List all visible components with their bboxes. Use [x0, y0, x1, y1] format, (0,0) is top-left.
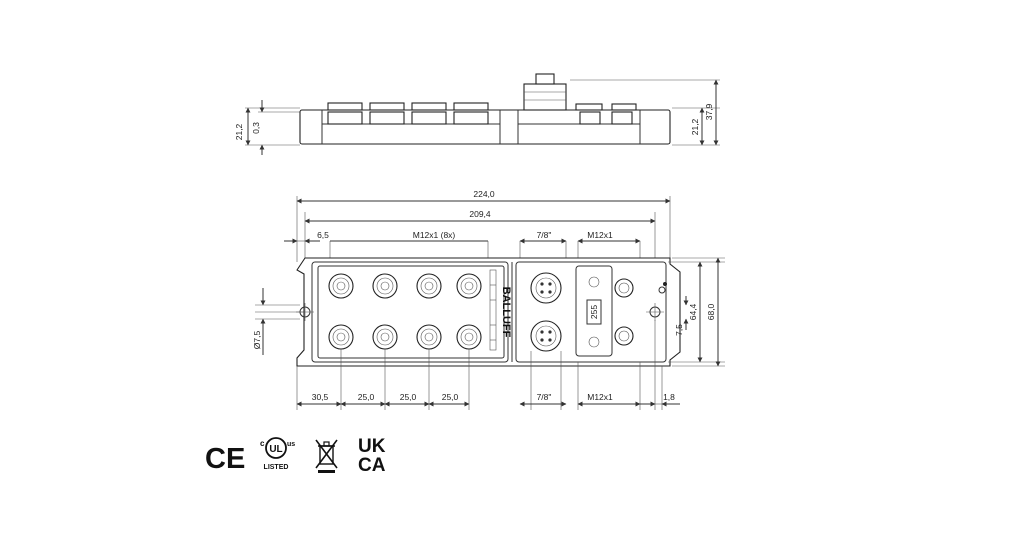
dim-inner-height: 64,4: [688, 303, 698, 320]
dim-bottom-30: 30,5: [312, 392, 329, 402]
port-row-top: [328, 273, 482, 299]
side-right-height: 21,2: [690, 118, 700, 135]
dim-power-label-bottom: 7/8": [537, 392, 552, 402]
dim-port-label: M12x1 (8x): [413, 230, 456, 240]
dim-edge-offset: 6,5: [317, 230, 329, 240]
weee-mark: [315, 439, 338, 473]
dim-bottom-25c: 25,0: [442, 392, 459, 402]
brand-logo: BALLUFF: [500, 287, 512, 338]
dim-hole-spacing: 209,4: [469, 209, 491, 219]
dim-right-hole-offset: 7,5: [674, 324, 684, 336]
svg-text:us: us: [287, 441, 295, 448]
svg-text:CA: CA: [358, 455, 386, 476]
side-view: 21,2 0,3 21,2 37,9: [234, 73, 720, 155]
ukca-mark: UK CA: [358, 436, 386, 476]
dim-overall-width: 224,0: [473, 189, 495, 199]
dim-power-label-top: 7/8": [537, 230, 552, 240]
culus-mark: UL c us LISTED: [260, 437, 295, 471]
side-total-height: 37,9: [704, 103, 714, 120]
top-view: 224,0 209,4 6,5 M12x1 (8x) 7/8" M12x1 Ø7…: [252, 189, 725, 410]
dim-overall-height: 68,0: [706, 303, 716, 320]
svg-text:UK: UK: [358, 436, 386, 457]
dim-bottom-25b: 25,0: [400, 392, 417, 402]
svg-text:c: c: [260, 439, 265, 448]
address-display: 255: [589, 305, 599, 319]
dim-m12-label-bottom: M12x1: [587, 392, 613, 402]
dim-m12-label-top: M12x1: [587, 230, 613, 240]
dim-hole-diameter: Ø7,5: [252, 331, 262, 350]
culus-listed: LISTED: [264, 464, 289, 471]
dim-bottom-25a: 25,0: [358, 392, 375, 402]
side-left-gap: 0,3: [251, 122, 261, 134]
certification-marks: CE UL c us LISTED UK CA: [205, 436, 386, 476]
svg-text:UL: UL: [269, 444, 282, 455]
dim-bottom-18: 1,8: [663, 392, 675, 402]
side-left-height: 21,2: [234, 123, 244, 140]
ce-mark: CE: [205, 443, 245, 475]
